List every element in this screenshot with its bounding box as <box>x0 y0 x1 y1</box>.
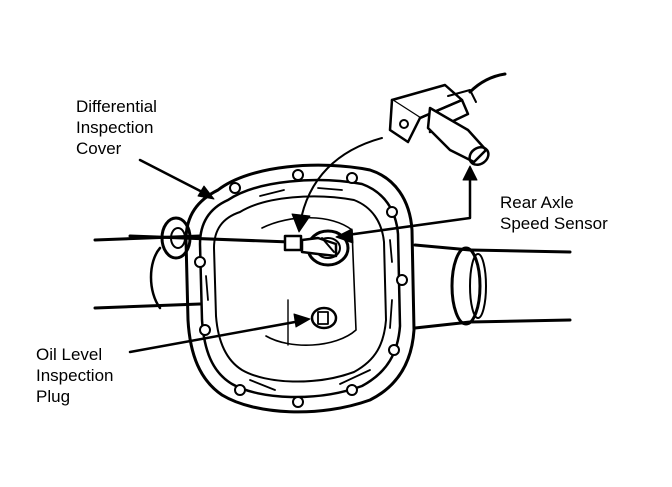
install-direction-arrow <box>291 137 383 233</box>
left-axle-tube <box>93 234 202 310</box>
label-line: Inspection <box>36 366 114 385</box>
differential-housing <box>184 163 416 414</box>
label-line: Inspection <box>76 118 154 137</box>
label-line: Plug <box>36 387 71 406</box>
oil-level-plug <box>310 306 338 330</box>
label-line: Speed Sensor <box>500 214 608 233</box>
speed-sensor-icon <box>388 72 507 166</box>
installed-speed-sensor <box>128 234 338 258</box>
label-line: Differential <box>76 97 157 116</box>
right-axle-tube <box>413 243 572 330</box>
sensor-leader-arrow <box>335 165 478 244</box>
label-rear-axle-speed-sensor: Rear Axle Speed Sensor <box>500 192 608 234</box>
cover-leader-arrow <box>138 158 215 200</box>
label-line: Oil Level <box>36 345 103 364</box>
plug-leader-arrow <box>128 313 311 354</box>
label-oil-level-inspection-plug: Oil Level Inspection Plug <box>36 344 114 407</box>
cover-bolts <box>194 169 408 408</box>
differential-inspection-cover <box>198 178 402 399</box>
label-line: Cover <box>76 139 122 158</box>
label-differential-inspection-cover: Differential Inspection Cover <box>76 96 157 159</box>
label-line: Rear Axle <box>500 193 574 212</box>
